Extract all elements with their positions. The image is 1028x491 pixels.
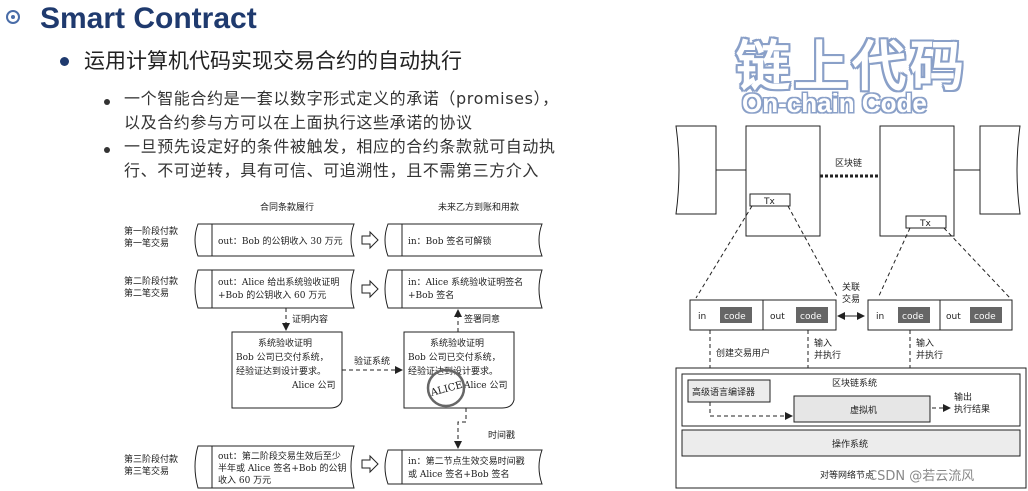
io-out-1: out [770,312,785,322]
io-in-1: in [698,312,706,322]
create-label: 创建交易用户 [716,347,770,359]
arrow-right-2 [361,279,379,299]
io-code-1: code [724,312,746,322]
compile-arrow [709,402,793,420]
out1-box [194,223,355,257]
doc1-line3: 经验证达到设计要求。 [236,365,326,377]
code-badge-4 [970,307,1002,323]
output-label-b: 执行结果 [954,403,990,415]
code-badge-1 [720,307,752,323]
time-label: 时间戳 [488,429,515,441]
associate-b: 交易 [842,293,860,305]
doc2-line2: Bob 公司已交付系统， [408,351,501,363]
code-badge-3 [898,307,930,323]
out2-text-a: out：Alice 给出系统验收证明 [218,276,339,288]
slide-title: Smart Contract [40,2,257,35]
sign-label: 签署同意 [464,313,500,325]
chain-system-label: 区块链系统 [832,377,877,389]
doc1-line1: 系统验收证明 [258,337,312,349]
tx-box-2 [905,215,947,229]
in1-text: in：Bob 签名可解锁 [408,235,491,247]
block-right-edge [979,125,1021,215]
doc1-line2: Bob 公司已交付系统， [236,351,329,363]
os-box [681,429,1021,457]
doc1-line4: Alice 公司 [291,380,335,391]
input-exec-2b: 并执行 [916,349,943,361]
io-code-3: code [902,312,924,322]
stage2-label-b: 第二笔交易 [124,287,169,299]
out3-text-b: 半年或 Alice 签名+Bob 的公钥 [218,462,347,474]
onchain-code-diagram: 区块链 Tx Tx in code out code in code out c… [675,125,1027,489]
stage1-label-a: 第一阶段付款 [124,225,178,237]
contract-flow-diagram: 合同条款履行 未来乙方到账和用款 第一阶段付款 第一笔交易 第二阶段付款 第二笔… [124,201,543,489]
arrow-right-3 [361,454,379,474]
out3-box [194,445,355,489]
io-code-2: code [800,312,822,322]
os-label: 操作系统 [832,438,868,450]
col-left-header: 合同条款履行 [260,201,314,213]
output-label-a: 输出 [954,391,972,403]
stage1-label-b: 第一笔交易 [124,237,169,249]
compiler-box [687,379,771,403]
in2-box [384,269,543,309]
tx-label-2: Tx [919,219,931,229]
proof-label: 证明内容 [292,313,328,325]
arrow-right-1 [361,230,379,250]
logo-icon [6,10,20,24]
vm-label: 虚拟机 [850,404,877,416]
vm-box [793,395,931,423]
block-1 [745,125,821,237]
onchain-title-en: On-chain Code [742,88,927,118]
in3-box [384,449,543,485]
doc2-line1: 系统验收证明 [430,337,484,349]
sub-bullet-dot [104,99,110,105]
chain-label: 区块链 [835,157,862,169]
col-right-header: 未来乙方到账和用款 [438,201,519,213]
proof-doc-1 [231,331,343,409]
sub-bullet-1-line1: 一个智能合约是一套以数字形式定义的承诺（promises）， [124,89,559,108]
watermark: CSDN @若云流风 [868,469,975,484]
sub-bullet-dot [104,147,110,153]
sub-bullet-2-line1: 一旦预先设定好的条件被触发，相应的合约条款就可自动执 [124,137,556,156]
io-in-2: in [876,312,884,322]
input-exec-1a: 输入 [814,337,832,349]
doc2-line4: Alice 公司 [463,380,507,391]
verify-label: 验证系统 [354,355,390,367]
in3-text-b: 或 Alice 签名+Bob 签名 [408,468,510,480]
block-left-edge [675,125,717,215]
proof-doc-2 [403,331,515,409]
sub-bullet-1-line2: 以及合约参与方可以在上面执行这些承诺的协议 [124,113,473,132]
tx-label-1: Tx [763,197,775,207]
compiler-label: 高级语言编译器 [692,386,755,398]
code-badge-2 [796,307,828,323]
in3-text-a: in：第二节点生效交易时间戳 [408,455,525,467]
alice-stamp [426,368,466,408]
out2-box [194,269,355,309]
p2p-label: 对等网络节点 [820,469,874,481]
out1-text: out：Bob 的公钥收入 30 万元 [218,235,343,247]
input-exec-1b: 并执行 [814,349,841,361]
in2-text-a: in：Alice 系统验收证明签名 [408,276,523,288]
out2-text-b: +Bob 的公钥收入 60 万元 [218,289,326,301]
stage2-label-a: 第二阶段付款 [124,275,178,287]
in2-text-b: +Bob 签名 [408,289,454,301]
associate-a: 关联 [842,281,860,293]
input-exec-2a: 输入 [916,337,934,349]
tx-box-1 [749,193,791,207]
main-bullet: 运用计算机代码实现交易合约的自动执行 [84,49,462,73]
io-out-2: out [946,312,961,322]
out3-text-a: out：第二阶段交易生效后至少 [218,450,341,462]
in1-box [384,223,543,257]
bullet-dot [60,57,69,66]
out3-text-c: 收入 60 万元 [218,474,271,486]
stage3-label-a: 第三阶段付款 [124,453,178,465]
stage3-label-b: 第三笔交易 [124,465,169,477]
time-arrow [454,408,467,449]
onchain-title-zh: 链上代码 [736,35,968,98]
sub-bullet-2-line2: 行、不可逆转，具有可信、可追溯性，且不需第三方介入 [124,161,540,180]
io-code-4: code [974,312,996,322]
